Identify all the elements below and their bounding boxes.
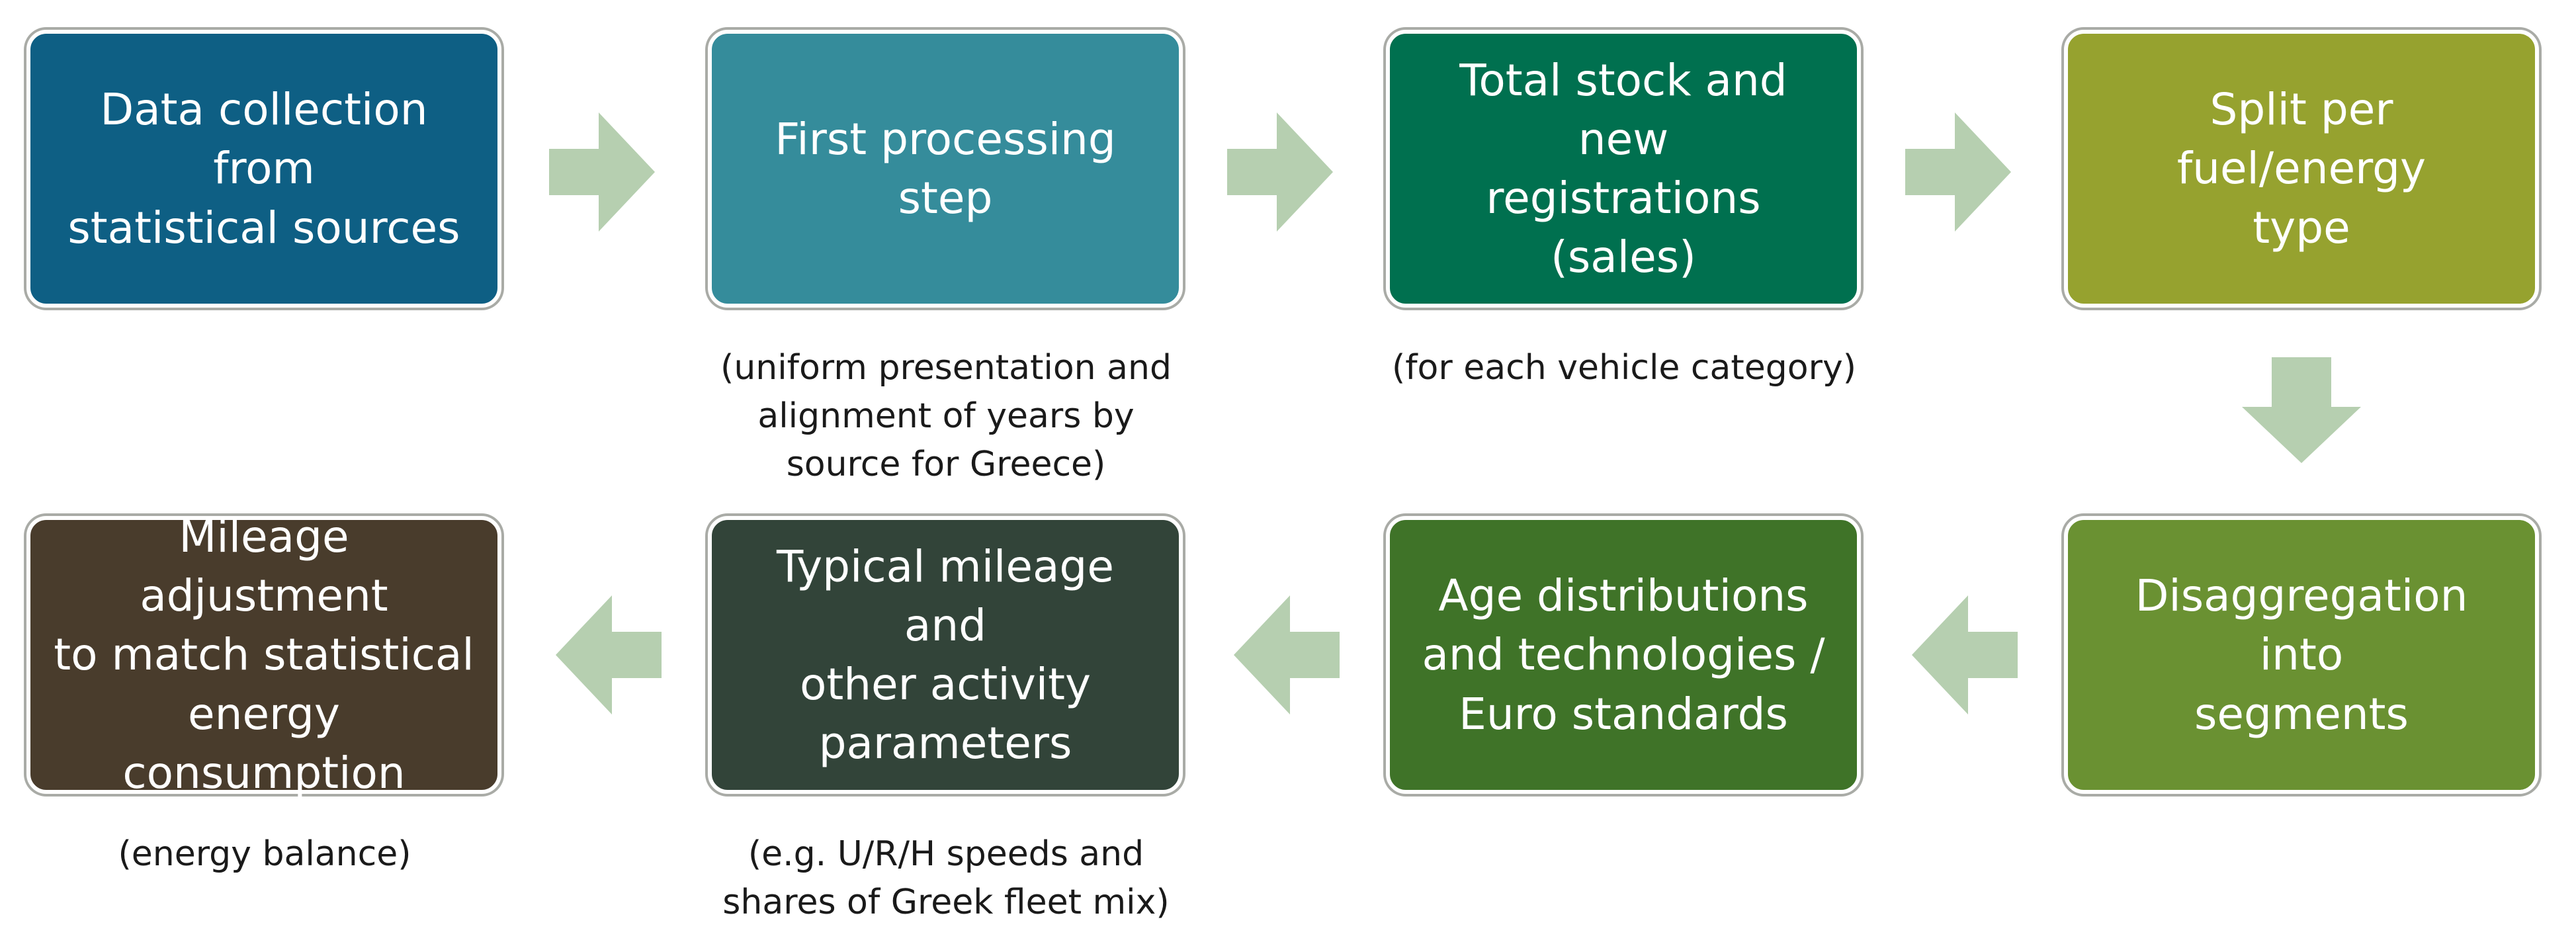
step-age-distributions-box: Age distributions and technologies / Eur… [1386, 516, 1861, 794]
arrow-right-icon [1905, 112, 2011, 232]
arrow-left-icon [556, 595, 662, 714]
arrow-left-icon [1912, 595, 2018, 714]
step-label: First processing step [775, 113, 1116, 224]
step-label: Mileage adjustment to match statistical … [54, 511, 474, 798]
arrow-left-icon [1234, 595, 1340, 714]
step-label: Disaggregation into segments [2135, 570, 2468, 740]
step-label: Typical mileage and other activity param… [777, 540, 1114, 769]
step-label: Age distributions and technologies / Eur… [1422, 570, 1825, 740]
arrow-right-icon [549, 112, 655, 232]
note-typical-mileage: (e.g. U/R/H speeds and shares of Greek f… [722, 834, 1170, 922]
step-first-processing-box: First processing step [708, 30, 1183, 308]
step-label: Split per fuel/energy type [2176, 84, 2426, 253]
step-total-stock-box: Total stock and new registrations (sales… [1386, 30, 1861, 308]
step-disaggregation-box: Disaggregation into segments [2064, 516, 2539, 794]
note-first-processing: (uniform presentation and alignment of y… [720, 348, 1172, 484]
step-typical-mileage-box: Typical mileage and other activity param… [708, 516, 1183, 794]
note-total-stock: (for each vehicle category) [1391, 348, 1857, 388]
step-mileage-adjustment-box: Mileage adjustment to match statistical … [26, 511, 501, 798]
arrow-down-icon [2242, 357, 2361, 463]
note-energy-balance: (energy balance) [118, 834, 411, 874]
step-label: Total stock and new registrations (sales… [1459, 54, 1787, 283]
step-data-collection-box: Data collection from statistical sources [26, 30, 501, 308]
arrow-right-icon [1227, 112, 1333, 232]
step-label: Data collection from statistical sources [67, 84, 460, 253]
step-split-fuel-box: Split per fuel/energy type [2064, 30, 2539, 308]
